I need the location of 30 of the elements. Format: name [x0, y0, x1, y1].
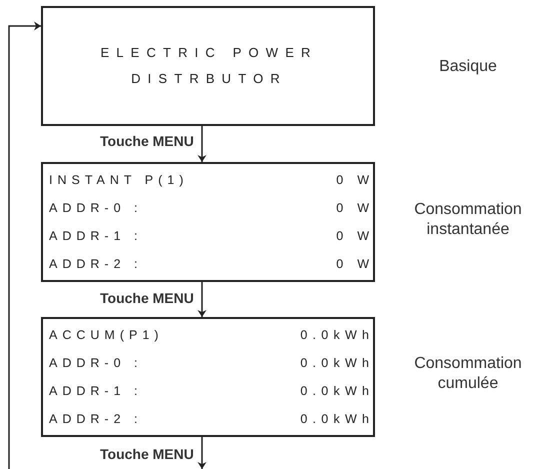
display-label: INSTANT P(1) [49, 173, 188, 187]
display-label: ADDR-0 : [49, 356, 142, 370]
edge-label: Touche MENU [100, 446, 194, 462]
display-value: 0.0kWh [300, 328, 374, 342]
display-value: 0 W [336, 173, 374, 187]
screen-caption: Consommation cumulée [413, 354, 523, 394]
display-text: ELECTRIC POWER DISTRBUTOR [99, 44, 319, 88]
arrow [198, 282, 206, 317]
display-label: ADDR-2 : [49, 412, 142, 426]
display-value: 0.0kWh [300, 356, 374, 370]
lcd-display-box [41, 162, 375, 282]
display-label: ADDR-0 : [49, 201, 142, 215]
arrow [198, 437, 206, 469]
display-value: 0 W [336, 257, 374, 271]
screen-caption: Consommation instantanée [413, 200, 523, 240]
display-value: 0.0kWh [300, 412, 374, 426]
lcd-display-box [41, 317, 375, 437]
arrow [8, 22, 41, 469]
lcd-display-box [41, 6, 375, 126]
edge-label: Touche MENU [100, 290, 194, 306]
screen-caption: Basique [438, 57, 498, 77]
arrow [198, 126, 206, 162]
display-label: ACCUM(P1) [49, 328, 164, 342]
display-value: 0.0kWh [300, 384, 374, 398]
display-value: 0 W [336, 201, 374, 215]
edge-label: Touche MENU [100, 133, 194, 149]
display-label: ADDR-1 : [49, 384, 142, 398]
display-label: ADDR-2 : [49, 257, 142, 271]
display-value: 0 W [336, 229, 374, 243]
display-label: ADDR-1 : [49, 229, 142, 243]
